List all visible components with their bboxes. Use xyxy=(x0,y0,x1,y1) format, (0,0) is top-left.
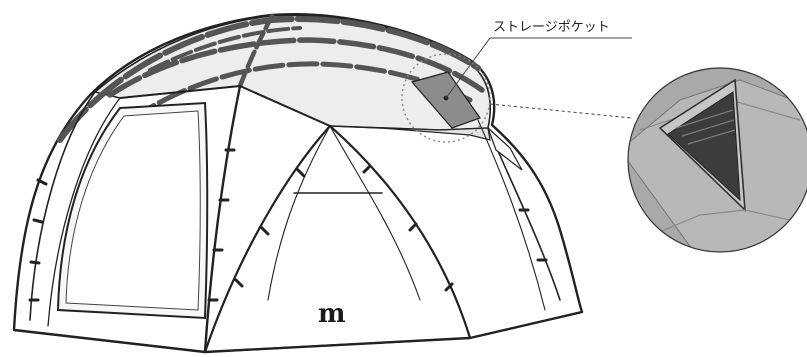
pole-2 xyxy=(107,37,485,98)
tent-base-line xyxy=(13,311,583,353)
pole-clips xyxy=(28,148,548,302)
clip xyxy=(260,226,270,236)
clip xyxy=(408,222,418,232)
callout-label: ストレージポケット xyxy=(493,20,610,35)
left-panel-edge-inner xyxy=(47,97,121,327)
side-window xyxy=(56,101,209,320)
callout: ストレージポケット xyxy=(445,20,633,119)
clip xyxy=(444,282,454,292)
zoom-detail xyxy=(627,67,807,253)
zoom-pocket-stripe-2 xyxy=(681,119,735,137)
side-window-pane xyxy=(65,110,201,311)
zoom-leader-line xyxy=(489,103,633,119)
clip xyxy=(234,278,244,288)
right-vestibule-flap xyxy=(487,127,523,171)
zoom-pocket-opening xyxy=(667,91,741,202)
zoom-circle-border xyxy=(627,67,807,253)
clip xyxy=(32,218,44,224)
pocket-highlight-circle xyxy=(401,53,491,143)
right-side-edge-2 xyxy=(477,119,546,311)
clip xyxy=(29,260,41,265)
pole-5 xyxy=(148,26,302,72)
left-panel-edge xyxy=(29,91,96,321)
zoom-pocket-stripe-1 xyxy=(675,109,734,129)
door-inner-right xyxy=(329,125,421,301)
clip xyxy=(36,178,48,186)
door-inner-left xyxy=(267,125,331,301)
center-pole xyxy=(203,84,242,354)
right-side-edge xyxy=(487,127,561,301)
clip xyxy=(362,164,372,174)
canopy-side-panel xyxy=(329,125,491,141)
tent-frame-lines xyxy=(29,84,561,354)
brand-logo: m xyxy=(318,299,346,329)
zoom-pocket-stripe-3 xyxy=(687,129,736,145)
front-door-arch-right xyxy=(328,124,472,340)
pole-4 xyxy=(237,13,275,89)
front-door-arch-left xyxy=(203,124,332,354)
zoom-lower-seam xyxy=(639,209,807,241)
callout-leader xyxy=(445,37,491,99)
clip xyxy=(296,168,306,178)
